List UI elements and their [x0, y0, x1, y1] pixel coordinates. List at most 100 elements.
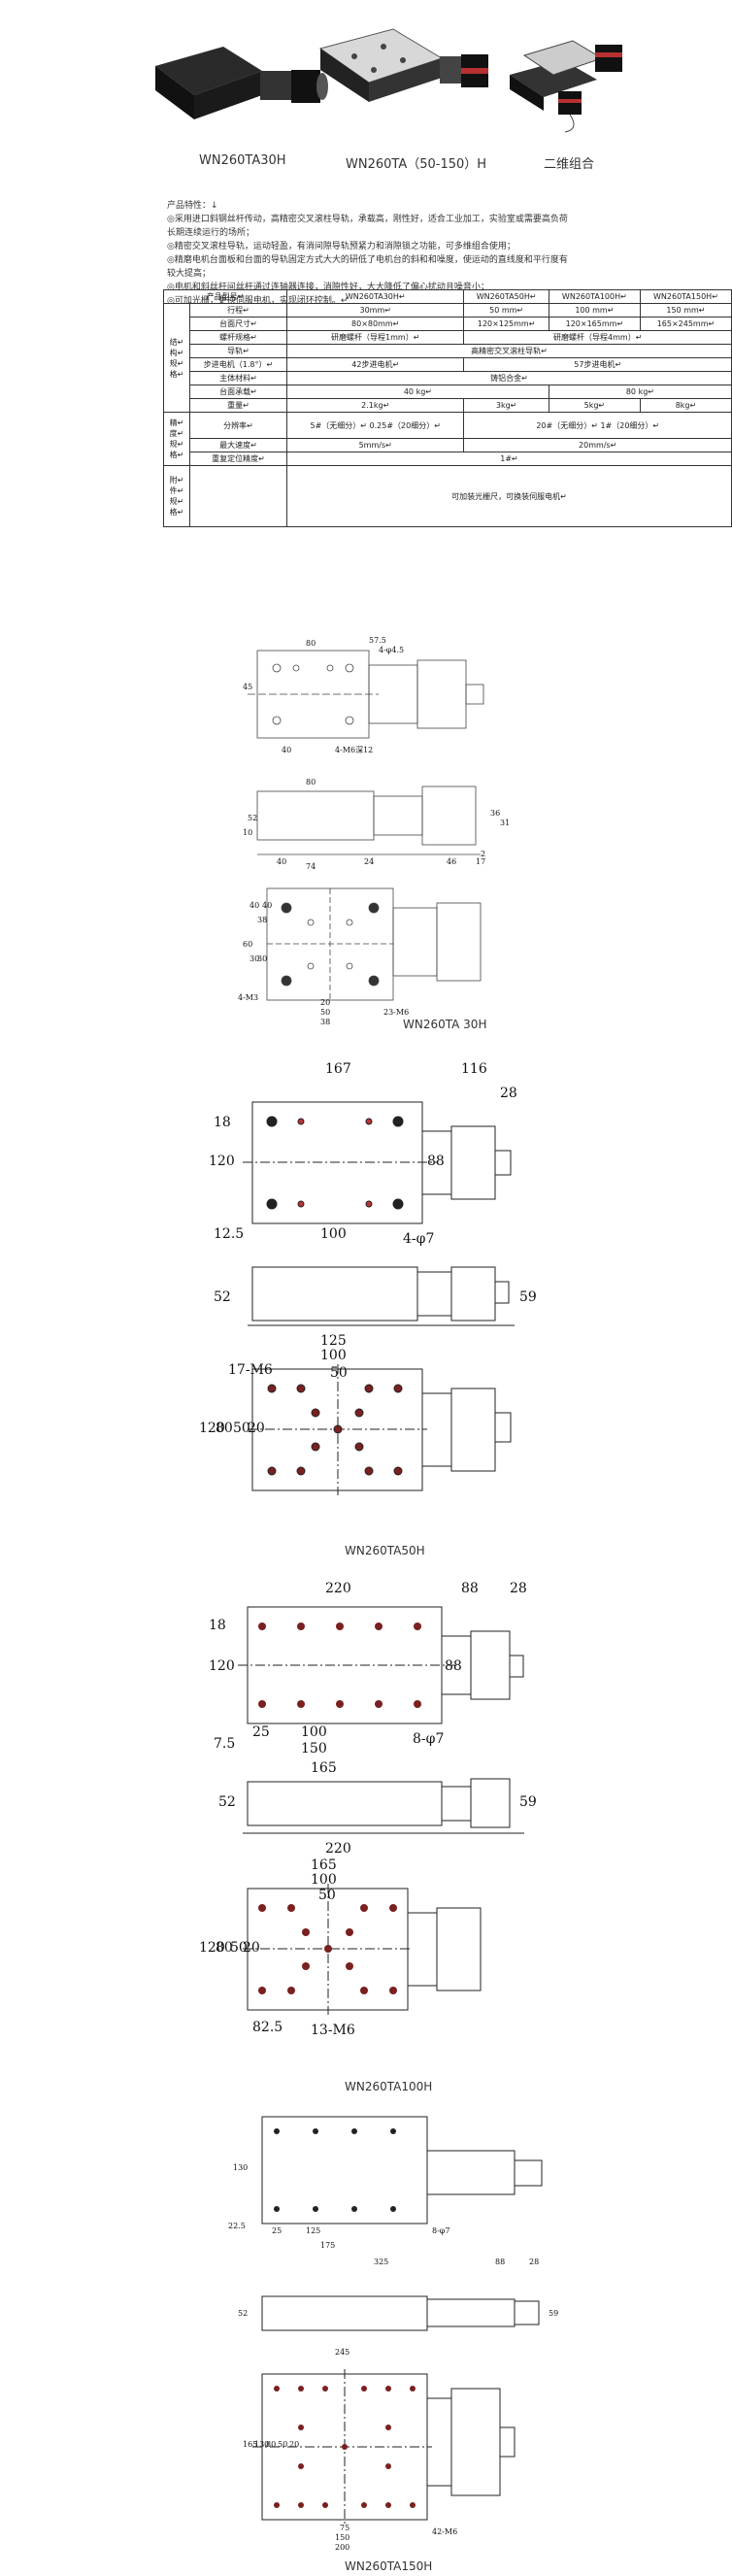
- table-cell: WN260TA50H↵: [463, 289, 549, 304]
- product-photo-2d-combo: [500, 21, 646, 136]
- dim-label: 74: [306, 862, 316, 871]
- dim-label: 10: [243, 828, 252, 837]
- dim-label: 17: [476, 857, 485, 866]
- dim-label: 52: [248, 814, 257, 822]
- drawing-label-100h: WN260TA100H: [345, 2080, 433, 2093]
- dim-label: 8-φ7: [413, 1731, 444, 1747]
- dim-label: 50: [230, 1940, 248, 1956]
- table-cell: 研磨螺杆（导程1mm）↵: [285, 330, 465, 345]
- table-row: 步进电机（1.8°）↵ 42步进电机↵ 57步进电机↵: [164, 357, 732, 372]
- dim-label: 2: [481, 850, 485, 858]
- drawing-label-150h: WN260TA150H: [345, 2559, 433, 2573]
- dim-label: 4-φ4.5: [379, 646, 404, 654]
- table-row: 台面承载↵ 40 kg↵ 80 kg↵: [164, 385, 732, 399]
- dim-label: 40: [277, 857, 286, 866]
- table-cell: 40 kg↵: [286, 385, 549, 399]
- table-row: 重复定位精度↵ 1#↵: [164, 452, 732, 466]
- drawing-label-30h: WN260TA 30H: [403, 1018, 487, 1031]
- dim-label: 200: [335, 2543, 349, 2552]
- dim-label: 20: [320, 998, 330, 1007]
- dim-label: 24: [364, 857, 374, 866]
- table-cell: 5#（无细分）↵ 0.25#（20细分）↵: [285, 412, 465, 439]
- dim-label: 38: [320, 1018, 330, 1026]
- dim-label: 52: [238, 2309, 248, 2318]
- dim-label: 4-M6深12: [335, 746, 373, 754]
- dim-label: 120: [199, 1940, 225, 1956]
- table-cell: 铸铝合金↵: [286, 371, 732, 385]
- product-photo-30h: [146, 27, 340, 134]
- dim-label: 88: [495, 2258, 505, 2266]
- dim-label: 36: [490, 809, 500, 818]
- table-cell: 100 mm↵: [548, 303, 641, 318]
- dim-label: 150: [335, 2533, 349, 2542]
- dim-label: 25: [252, 1724, 270, 1740]
- table-cell: 高精密交叉滚柱导轨↵: [286, 344, 732, 358]
- dim-label: 7.5: [214, 1736, 235, 1752]
- table-row: 结↵构↵规↵格↵ 行程↵ 30mm↵ 50 mm↵ 100 mm↵ 150 mm…: [163, 303, 732, 413]
- feature-line: ◎采用进口斜钢丝杆传动，高精密交叉滚柱导轨，承载高，刚性好，适合工业加工，实验室…: [167, 215, 568, 224]
- dim-label: 130: [233, 2163, 248, 2172]
- feature-line: ◎电机和斜丝杆间丝杆通过连轴器连接，消隙性好，大大降低了偏心扰动且噪音小；: [167, 283, 489, 292]
- dim-label: 25: [272, 2226, 282, 2235]
- dim-label: 23-M6: [383, 1008, 409, 1017]
- dim-label: 50: [320, 1008, 330, 1017]
- dim-label: 52: [214, 1289, 231, 1305]
- table-row: 重量↵ 2.1kg↵ 3kg↵ 5kg↵ 8kg↵: [164, 398, 732, 413]
- table-group-label: 附↵件↵规↵格↵: [163, 465, 190, 527]
- dim-label: 4-M3: [238, 993, 258, 1002]
- dim-label: 20: [248, 1421, 265, 1436]
- dim-label: 120: [209, 1658, 235, 1674]
- dim-label: 325: [374, 2258, 388, 2266]
- table-group-label: 精↵度↵规↵格↵: [163, 412, 190, 466]
- dim-label: 28: [510, 1581, 527, 1596]
- table-cell: 20#（无细分）↵ 1#（20细分）↵: [463, 412, 732, 439]
- table-cell: 台面承载↵: [189, 385, 287, 399]
- dim-label: 57.5: [369, 636, 386, 645]
- dim-label: 125: [320, 1333, 347, 1349]
- dim-label: 38: [257, 916, 267, 924]
- dim-label: 88: [445, 1658, 462, 1674]
- features-title: 产品特性：↓: [167, 201, 218, 211]
- table-cell: 42步进电机↵: [285, 357, 465, 372]
- drawing-wn260ta30h: 80 57.5 4-φ4.5 45 40 4-M6深12 80 36 74 40…: [189, 631, 597, 1039]
- dim-label: 20: [289, 2440, 299, 2449]
- table-row: 附↵件↵规↵格↵ 可加装光栅尺，可换装伺服电机↵: [163, 465, 732, 527]
- dim-label: 59: [549, 2309, 558, 2318]
- dim-label: 28: [529, 2258, 539, 2266]
- dim-label: 12.5: [214, 1226, 244, 1242]
- dim-label: 52: [218, 1794, 236, 1810]
- drawing-wn260ta150h: 130 22.5 25 125 175 8-φ7 325 88 28 52 59…: [184, 2107, 592, 2554]
- dim-label: 60: [243, 940, 252, 949]
- table-cell: 120×125mm↵: [463, 317, 549, 331]
- table-cell: 80×80mm↵: [285, 317, 465, 331]
- dim-label: 165: [311, 1760, 337, 1776]
- dim-label: 80: [306, 639, 316, 648]
- dim-label: 165: [311, 1857, 337, 1873]
- dim-label: 220: [325, 1841, 351, 1857]
- feature-line: 长期连续运行的场所；: [167, 228, 255, 238]
- table-cell: 57步进电机↵: [463, 357, 732, 372]
- table-cell: 分辨率↵: [189, 412, 287, 439]
- dim-label: 80: [216, 1421, 233, 1436]
- dim-label: 50: [278, 2440, 287, 2449]
- dim-label: 100: [320, 1226, 347, 1242]
- table-cell: 3kg↵: [463, 398, 549, 413]
- dim-label: 88: [427, 1154, 445, 1169]
- dim-label: 80: [306, 778, 316, 786]
- drawing-wn260ta100h: 220 88 28 18 120 88 25 100 7.5 150 8-φ7 …: [194, 1573, 582, 2078]
- feature-line: 较大提高；: [167, 269, 212, 279]
- dim-label: 125: [306, 2226, 320, 2235]
- dim-label: 245: [335, 2348, 349, 2357]
- table-cell: [189, 465, 287, 527]
- table-cell: 螺杆规格↵: [189, 330, 287, 345]
- table-cell: 1#↵: [286, 452, 732, 466]
- table-cell: WN260TA100H↵: [548, 289, 641, 304]
- table-row: 导轨↵ 高精密交叉滚柱导轨↵: [164, 344, 732, 358]
- dim-label: 13-M6: [311, 2023, 355, 2038]
- dim-label: 46: [447, 857, 456, 866]
- product-caption-2d-combo: 二维组合: [544, 157, 595, 172]
- dim-label: 40: [282, 746, 291, 754]
- table-cell: 研磨螺杆（导程4mm）↵: [463, 330, 732, 345]
- table-row: 主体材料↵ 铸铝合金↵: [164, 371, 732, 385]
- dim-label: 116: [461, 1061, 487, 1077]
